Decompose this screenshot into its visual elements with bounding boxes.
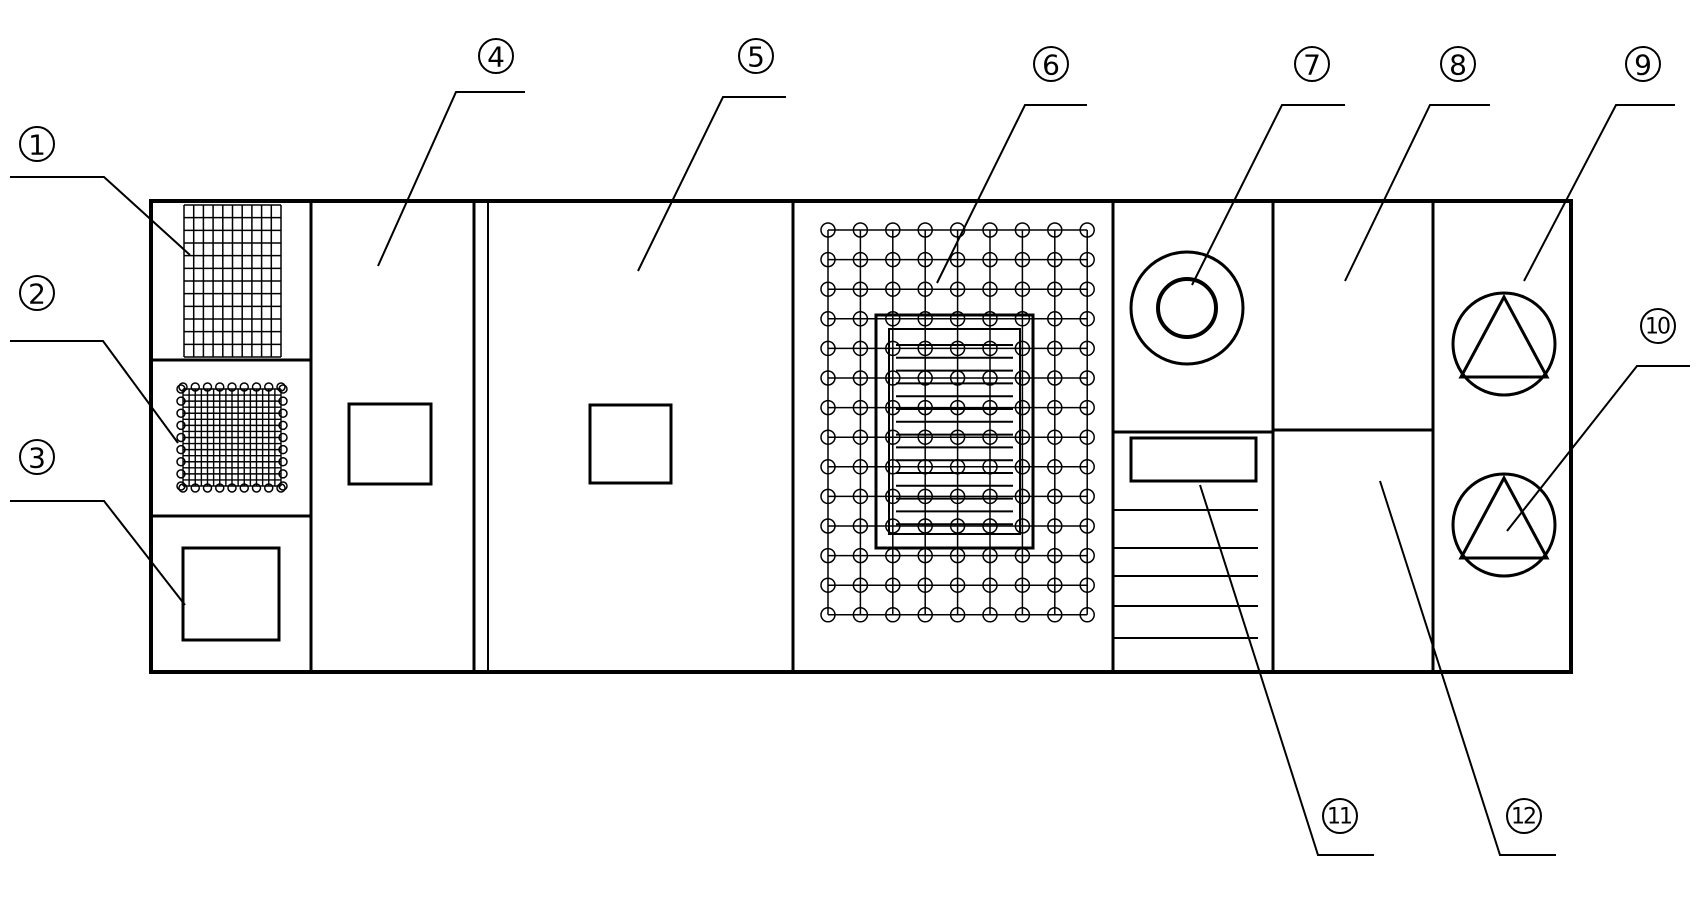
callout-label-12: 12 <box>1511 805 1535 830</box>
component-4-panel <box>347 402 433 486</box>
fan-10 <box>1451 472 1557 578</box>
callout-10: 10 <box>1640 308 1676 344</box>
callout-1: 1 <box>19 126 55 162</box>
callout-2: 2 <box>19 275 55 311</box>
callout-3: 3 <box>19 439 55 475</box>
housing-outline <box>149 199 1573 674</box>
callout-label-8: 8 <box>1449 49 1467 82</box>
callout-7: 7 <box>1294 46 1330 82</box>
component-3-panel <box>181 546 281 642</box>
callout-5: 5 <box>738 38 774 74</box>
coil-tube-array <box>820 222 1095 623</box>
callout-label-7: 7 <box>1303 49 1321 82</box>
callout-6: 6 <box>1033 46 1069 82</box>
callout-8: 8 <box>1440 46 1476 82</box>
component-7-outer-ring <box>1129 250 1245 366</box>
callout-4: 4 <box>478 38 514 74</box>
callout-12: 12 <box>1506 798 1542 834</box>
callout-label-3: 3 <box>28 442 46 475</box>
coil-inner-frame <box>874 313 1035 550</box>
fine-filter-mesh <box>176 382 288 493</box>
component-5-panel <box>588 403 673 485</box>
fan-9 <box>1451 291 1557 397</box>
callout-label-10: 10 <box>1645 315 1670 340</box>
coil-louver-slats <box>896 344 1013 526</box>
component-7-inner-ring <box>1156 277 1218 339</box>
section-dividers <box>151 201 1435 672</box>
callout-label-4: 4 <box>487 41 505 74</box>
leader-lines <box>10 91 1690 856</box>
component-11-tray <box>1129 436 1258 483</box>
callout-label-11: 11 <box>1327 805 1351 830</box>
callout-label-6: 6 <box>1042 49 1060 82</box>
callout-label-5: 5 <box>747 41 765 74</box>
callout-label-2: 2 <box>28 278 46 311</box>
callout-label-9: 9 <box>1634 49 1652 82</box>
coil-louver-frame <box>888 328 1021 535</box>
callout-label-1: 1 <box>28 129 46 162</box>
callout-11: 11 <box>1322 798 1358 834</box>
coarse-filter-grid <box>183 204 282 358</box>
callout-9: 9 <box>1625 46 1661 82</box>
component-11-slats <box>1113 509 1258 639</box>
